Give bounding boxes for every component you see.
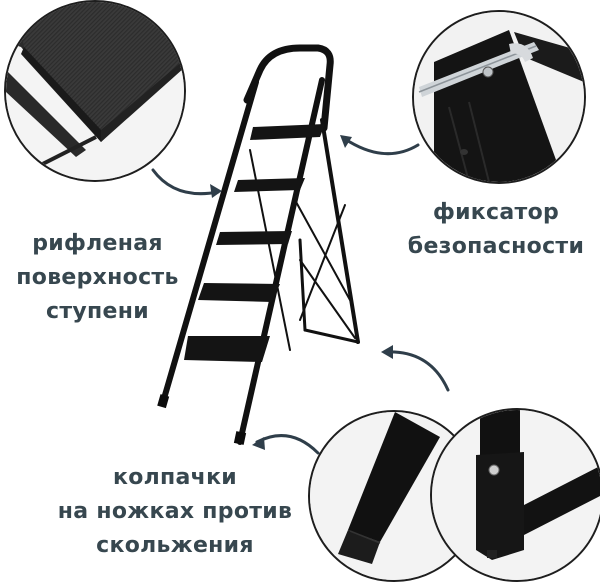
label-line: ступени bbox=[46, 299, 149, 324]
stepladder-illustration bbox=[160, 44, 360, 445]
rear-leg-cap-illustration bbox=[432, 410, 600, 580]
arrow-to-lock-icon bbox=[343, 137, 420, 156]
arrow-to-hinge-icon bbox=[384, 350, 450, 392]
ladder-steps bbox=[184, 124, 325, 362]
ribbed-step-surface-label: рифленая поверхность ступени bbox=[0, 227, 195, 329]
label-line: на ножках против bbox=[57, 499, 293, 524]
arrow-to-steps-icon bbox=[151, 168, 220, 196]
label-line: безопасности bbox=[407, 234, 585, 259]
safety-lock-label: фиксатор безопасности bbox=[396, 196, 596, 264]
label-line: рифленая bbox=[32, 231, 163, 256]
arrow-to-caps-icon bbox=[255, 434, 320, 455]
safety-lock-closeup-image bbox=[412, 10, 586, 184]
label-line: скольжения bbox=[96, 533, 254, 558]
leg-caps bbox=[157, 394, 247, 445]
anti-slip-caps-label: колпачки на ножках против скольжения bbox=[30, 461, 320, 563]
step-surface-illustration bbox=[6, 2, 184, 180]
callout-arrows bbox=[151, 135, 450, 455]
label-line: поверхность bbox=[16, 265, 179, 290]
step-surface-closeup-image bbox=[4, 0, 186, 182]
label-line: колпачки bbox=[112, 465, 238, 490]
label-line: фиксатор bbox=[432, 200, 560, 225]
rear-leg-cap-closeup-image bbox=[430, 408, 600, 582]
safety-lock-illustration bbox=[414, 12, 584, 182]
